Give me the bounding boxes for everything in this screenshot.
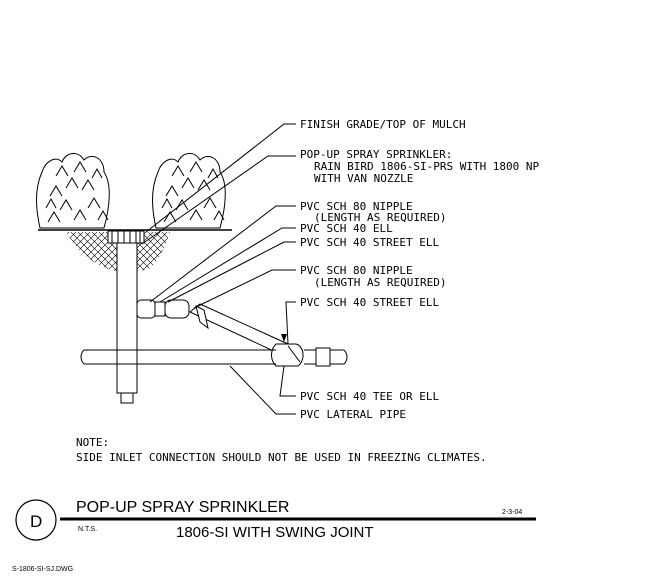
detail-subtitle: 1806-SI WITH SWING JOINT: [176, 524, 374, 541]
label-sprinkler-model: RAIN BIRD 1806-SI-PRS WITH 1800 NP: [314, 160, 540, 173]
detail-letter: D: [30, 512, 42, 531]
leader-lines: [141, 123, 296, 415]
label-finish-grade: FINISH GRADE/TOP OF MULCH: [300, 118, 466, 131]
detail-scale: N.T.S.: [78, 526, 97, 533]
sprinkler-head: [107, 230, 145, 404]
lateral-pipe: [80, 347, 348, 367]
note-heading: NOTE:: [76, 436, 109, 449]
label-tee-or-ell: PVC SCH 40 TEE OR ELL: [300, 390, 439, 403]
detail-bubble: [15, 499, 57, 541]
shrub-left: [36, 153, 110, 229]
detail-title: POP-UP SPRAY SPRINKLER: [76, 499, 289, 516]
label-nipple-1: PVC SCH 80 NIPPLE: [300, 200, 413, 213]
label-street-ell-1: PVC SCH 40 STREET ELL: [300, 236, 439, 249]
label-street-ell-2: PVC SCH 40 STREET ELL: [300, 296, 439, 309]
label-sprinkler-nozzle: WITH VAN NOZZLE: [314, 172, 413, 185]
drawing-filename: S-1806-SI-SJ.DWG: [12, 566, 73, 573]
label-nipple-2: PVC SCH 80 NIPPLE: [300, 264, 413, 277]
label-nipple-1-length: (LENGTH AS REQUIRED): [314, 211, 446, 224]
label-nipple-2-length: (LENGTH AS REQUIRED): [314, 276, 446, 289]
swing-joint: [136, 299, 304, 367]
shrub-right: [152, 153, 226, 229]
detail-date: 2-3-04: [502, 509, 522, 516]
label-ell: PVC SCH 40 ELL: [300, 222, 393, 235]
note-text: SIDE INLET CONNECTION SHOULD NOT BE USED…: [76, 451, 487, 464]
label-sprinkler-title: POP-UP SPRAY SPRINKLER:: [300, 148, 452, 161]
label-lateral-pipe: PVC LATERAL PIPE: [300, 408, 406, 421]
